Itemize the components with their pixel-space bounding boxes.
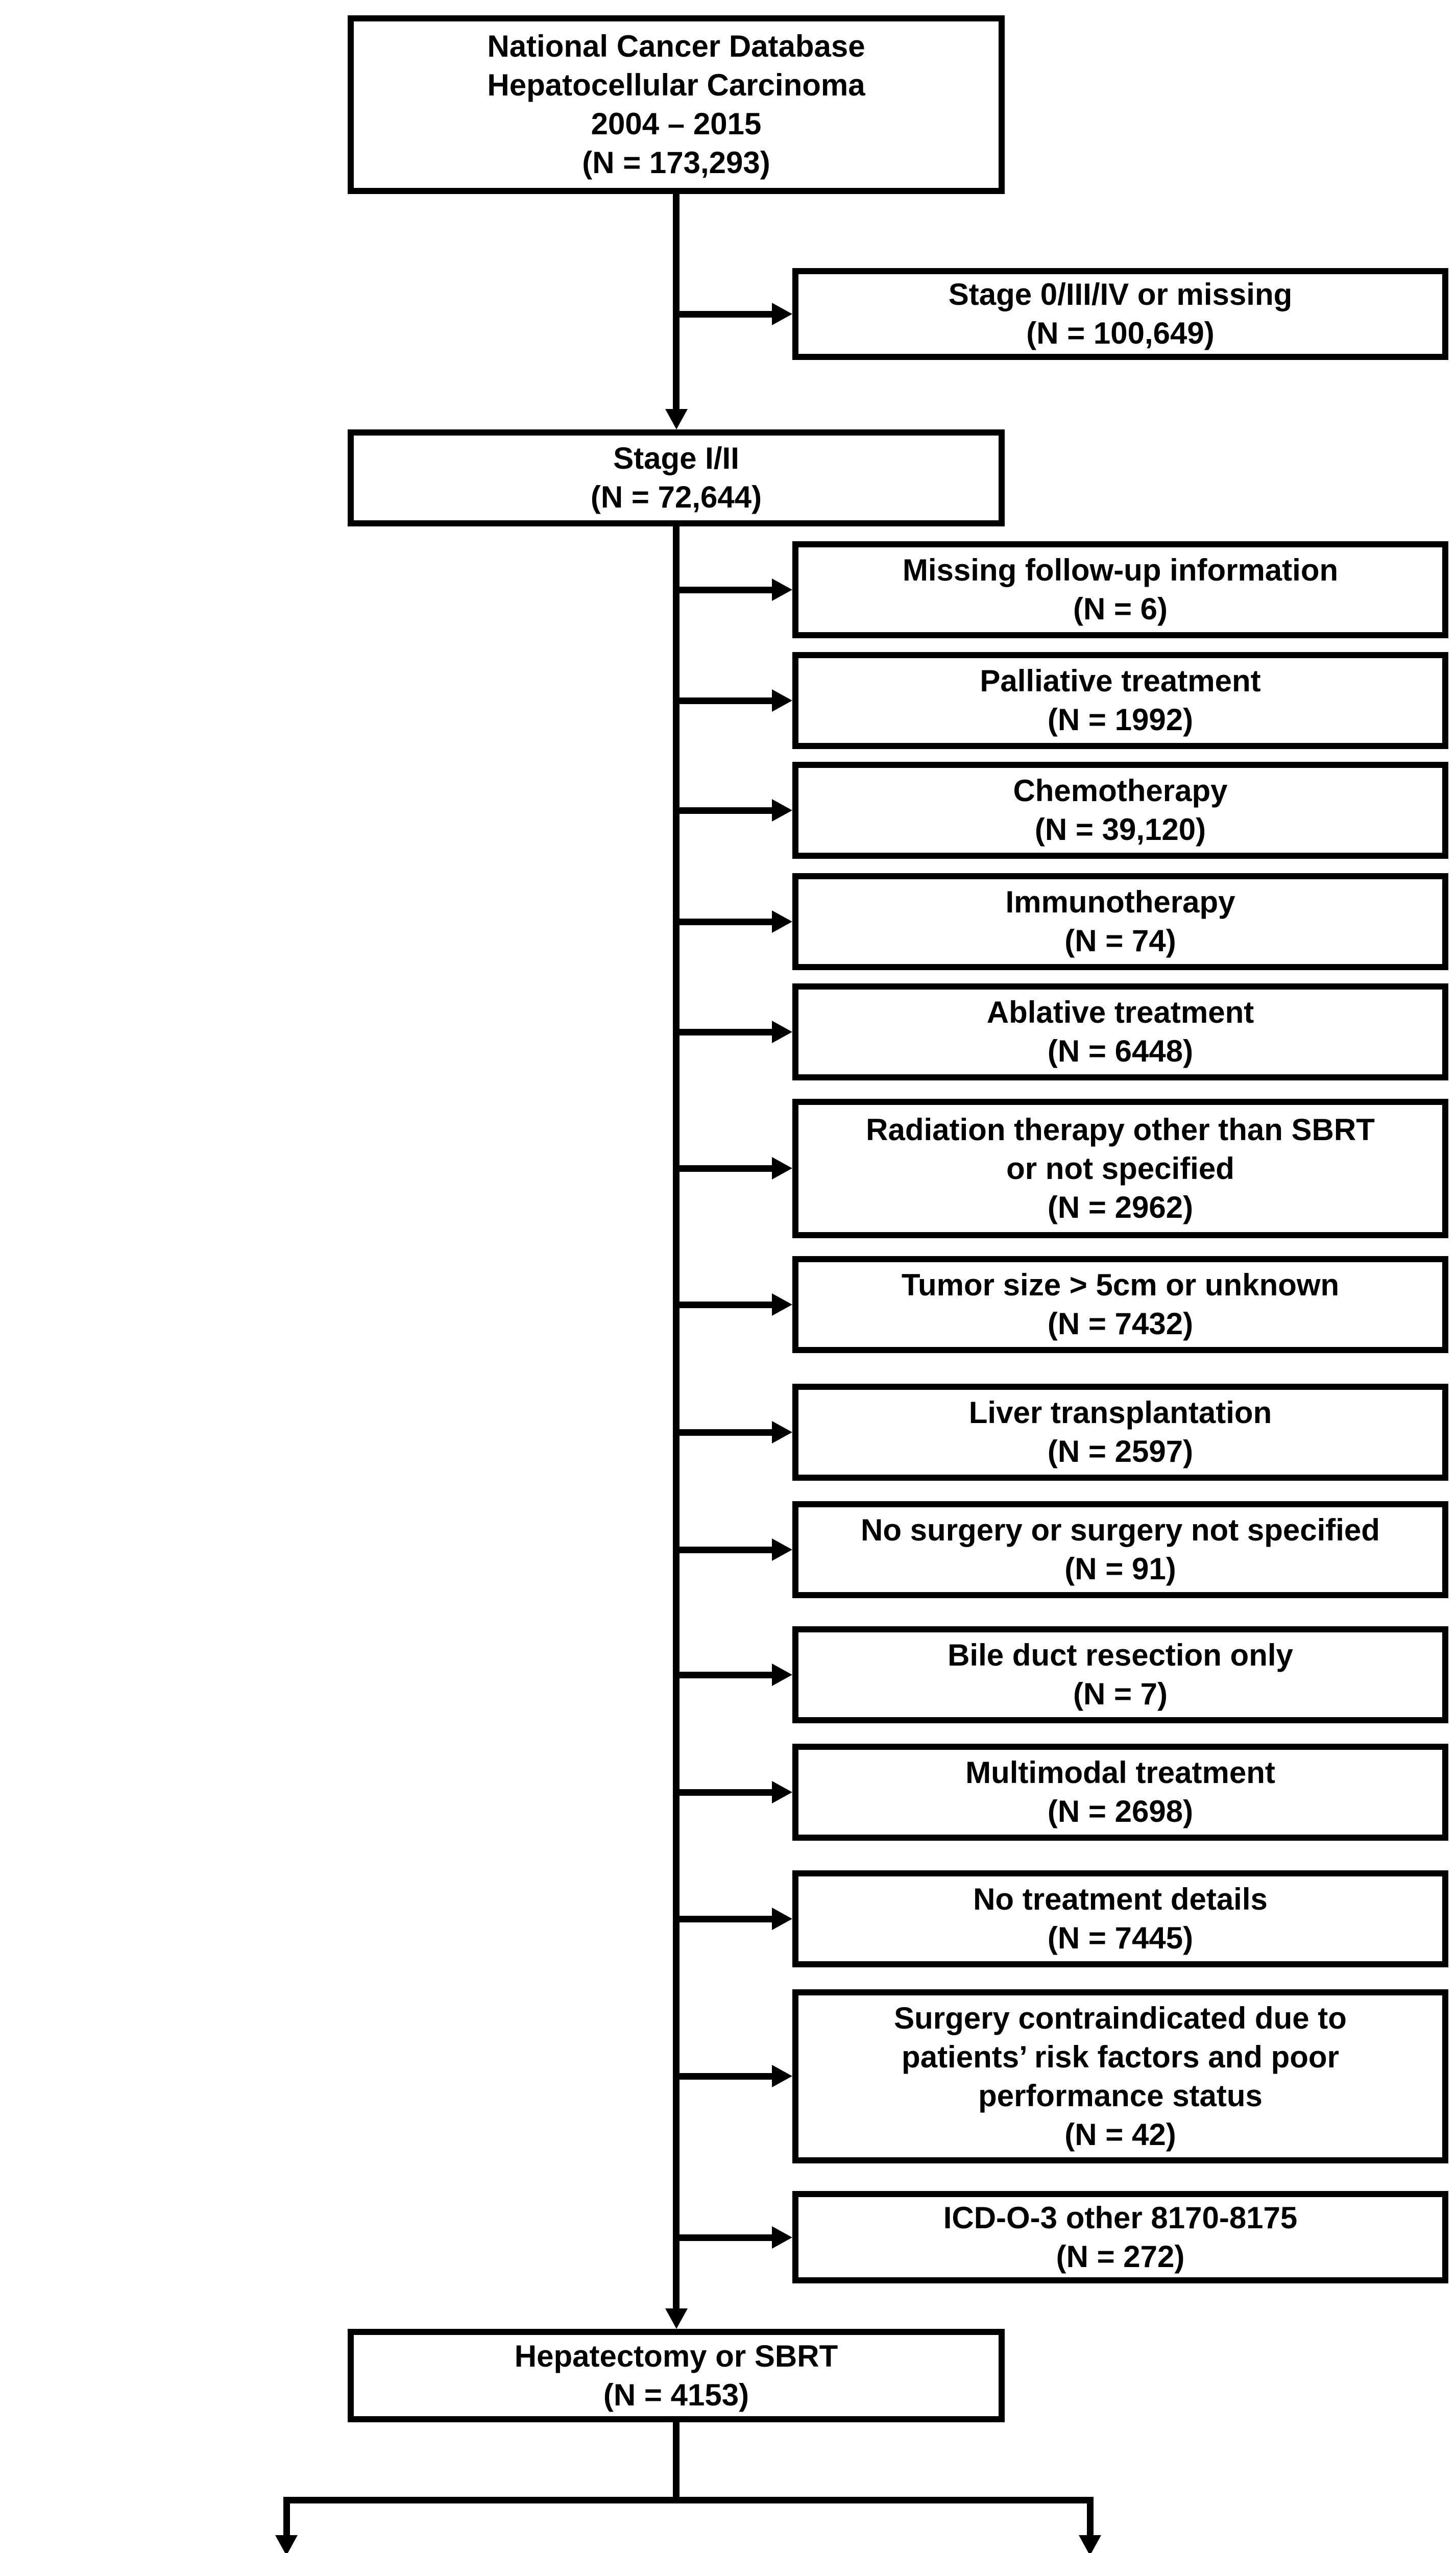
node-count: (N = 2962) (1047, 1190, 1194, 1224)
node-exclusion-missing-follow-up: Missing follow-up information (N = 6) (792, 541, 1448, 638)
connector-exclusion-7 (674, 1429, 772, 1436)
arrowhead-exclusion-8 (772, 1538, 792, 1561)
node-count: (N = 42) (1064, 2117, 1176, 2152)
node-exclusion-multimodal-treatment: Multimodal treatment (N = 2698) (792, 1744, 1448, 1841)
node-final-hepatectomy-or-sbrt: Hepatectomy or SBRT (N = 4153) (348, 2329, 1005, 2422)
node-count: (N = 7) (1073, 1677, 1168, 1711)
node-count: (N = 272) (1056, 2239, 1185, 2274)
node-exclusion-radiation-other-than-sbrt: Radiation therapy other than SBRT or not… (792, 1099, 1448, 1238)
connector-stage-excluded (674, 311, 772, 318)
node-label: Liver transplantation (968, 1395, 1272, 1430)
node-label: Bile duct resection only (948, 1638, 1293, 1672)
node-exclusion-liver-transplantation: Liver transplantation (N = 2597) (792, 1384, 1448, 1481)
arrowhead-exclusion-5 (772, 1157, 792, 1179)
node-exclusion-chemotherapy: Chemotherapy (N = 39,120) (792, 762, 1448, 859)
node-label: Tumor size > 5cm or unknown (901, 1268, 1340, 1302)
node-exclusion-palliative-treatment: Palliative treatment (N = 1992) (792, 652, 1448, 749)
connector-final-to-branch (673, 2422, 680, 2503)
connector-exclusion-3 (674, 919, 772, 925)
arrowhead-arm-sbrt (1079, 2535, 1101, 2553)
connector-exclusion-4 (674, 1029, 772, 1035)
node-count: (N = 100,649) (1026, 316, 1215, 350)
node-count: (N = 6448) (1047, 1034, 1194, 1068)
connector-exclusion-11 (674, 1916, 772, 1922)
node-count: (N = 7445) (1047, 1921, 1194, 1955)
node-count: (N = 2597) (1047, 1434, 1194, 1468)
connector-exclusion-1 (674, 697, 772, 704)
connector-branch-left (283, 2497, 290, 2535)
node-count: (N = 72,644) (590, 480, 762, 514)
connector-exclusion-2 (674, 807, 772, 814)
connector-exclusion-9 (674, 1672, 772, 1678)
node-count: (N = 173,293) (582, 146, 770, 180)
node-count: (N = 39,120) (1034, 812, 1206, 847)
node-label: Palliative treatment (980, 664, 1261, 698)
node-count: (N = 4153) (603, 2377, 749, 2412)
node-label: Immunotherapy (1005, 885, 1235, 919)
connector-branch-right (1087, 2497, 1094, 2535)
connector-exclusion-6 (674, 1302, 772, 1308)
arrowhead-exclusion-2 (772, 799, 792, 822)
node-exclusion-surgery-contraindicated: Surgery contraindicated due to patients’… (792, 1989, 1448, 2163)
node-exclusion-icd-o-3: ICD-O-3 other 8170-8175 (N = 272) (792, 2191, 1448, 2283)
node-label: Stage 0/III/IV or missing (948, 277, 1293, 311)
node-stage-included: Stage I/II (N = 72,644) (348, 429, 1005, 526)
node-label: Surgery contraindicated due to patients’… (894, 2001, 1347, 2113)
node-exclusion-immunotherapy: Immunotherapy (N = 74) (792, 873, 1448, 970)
node-label: Hepatectomy or SBRT (514, 2339, 838, 2373)
node-label: Chemotherapy (1013, 774, 1228, 808)
node-exclusion-no-surgery: No surgery or surgery not specified (N =… (792, 1501, 1448, 1598)
node-label: National Cancer Database Hepatocellular … (487, 29, 865, 141)
node-label: Stage I/II (613, 441, 739, 475)
node-count: (N = 1992) (1047, 703, 1194, 737)
node-exclusion-tumor-size: Tumor size > 5cm or unknown (N = 7432) (792, 1256, 1448, 1353)
node-label: Missing follow-up information (902, 553, 1339, 587)
node-exclusion-ablative-treatment: Ablative treatment (N = 6448) (792, 983, 1448, 1080)
node-exclusion-bile-duct-resection: Bile duct resection only (N = 7) (792, 1626, 1448, 1723)
arrowhead-exclusion-12 (772, 2065, 792, 2087)
arrowhead-exclusion-9 (772, 1664, 792, 1686)
node-count: (N = 91) (1064, 1552, 1176, 1586)
node-label: ICD-O-3 other 8170-8175 (943, 2200, 1298, 2235)
arrowhead-exclusion-10 (772, 1781, 792, 1803)
node-label: Ablative treatment (986, 995, 1254, 1029)
connector-exclusion-0 (674, 587, 772, 593)
connector-exclusion-8 (674, 1547, 772, 1553)
arrowhead-stage-excluded (772, 303, 792, 325)
arrowhead-exclusion-4 (772, 1021, 792, 1043)
node-label: Multimodal treatment (965, 1755, 1275, 1790)
node-label: Radiation therapy other than SBRT or not… (866, 1112, 1375, 1186)
arrowhead-exclusion-13 (772, 2226, 792, 2249)
node-stage-excluded: Stage 0/III/IV or missing (N = 100,649) (792, 268, 1448, 360)
connector-exclusion-12 (674, 2073, 772, 2080)
connector-main-spine (673, 526, 680, 2308)
node-count: (N = 7432) (1047, 1307, 1194, 1341)
arrowhead-exclusion-0 (772, 579, 792, 601)
connector-source-to-stage (673, 194, 680, 411)
arrowhead-exclusion-1 (772, 689, 792, 712)
node-source: National Cancer Database Hepatocellular … (348, 15, 1005, 194)
connector-exclusion-13 (674, 2234, 772, 2241)
connector-exclusion-10 (674, 1789, 772, 1796)
node-count: (N = 6) (1073, 592, 1168, 626)
node-count: (N = 74) (1064, 924, 1176, 958)
arrowhead-exclusion-3 (772, 910, 792, 933)
arrowhead-final (665, 2308, 688, 2329)
arrowhead-stage-included (665, 409, 688, 429)
node-label: No surgery or surgery not specified (861, 1513, 1380, 1547)
arrowhead-exclusion-7 (772, 1421, 792, 1443)
arrowhead-arm-surgery (275, 2535, 298, 2553)
connector-branch-bar (283, 2497, 1093, 2503)
connector-exclusion-5 (674, 1165, 772, 1172)
node-exclusion-no-treatment-details: No treatment details (N = 7445) (792, 1870, 1448, 1967)
arrowhead-exclusion-6 (772, 1293, 792, 1316)
node-count: (N = 2698) (1047, 1794, 1194, 1828)
node-label: No treatment details (973, 1882, 1268, 1916)
arrowhead-exclusion-11 (772, 1908, 792, 1930)
